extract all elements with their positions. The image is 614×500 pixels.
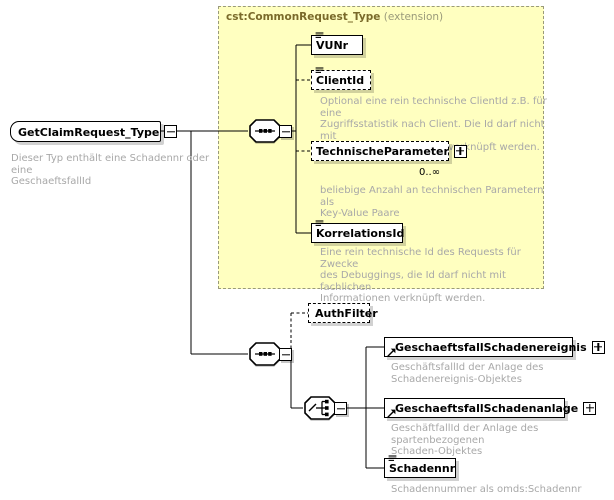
choice-icon xyxy=(304,396,336,421)
element-icon xyxy=(315,67,324,73)
node-getclaimrequest-type[interactable]: GetClaimRequest_Type xyxy=(10,121,178,142)
node-korrelationsid[interactable]: KorrelationsId xyxy=(311,220,405,243)
node-label: AuthFilter xyxy=(315,307,378,320)
expand-toggle-plus-icon[interactable] xyxy=(591,340,605,354)
node-clientid[interactable]: ClientId xyxy=(311,67,371,90)
node-geschaeftsfallschadenereignis[interactable]: GeschaeftsfallSchadenereignis xyxy=(384,337,605,357)
choice-toggle-minus-icon[interactable] xyxy=(334,402,347,415)
node-label: GetClaimRequest_Type xyxy=(18,125,160,139)
annotation-korrelationsid: Eine rein technische Id des Requests für… xyxy=(320,247,521,304)
node-technischeparameter[interactable]: TechnischeParameter xyxy=(311,141,467,161)
element-icon xyxy=(388,455,397,461)
sequence-toggle-minus-icon[interactable] xyxy=(279,348,292,361)
sequence-icon xyxy=(249,119,281,144)
annotation-geschaeftsfallschadenanlage: GeschäftfallId der Anlage des spartenbez… xyxy=(391,423,539,457)
node-authfilter[interactable]: AuthFilter xyxy=(308,303,378,323)
annotation-geschaeftsfallschadenereignis: GeschäftsfallId der Anlage des Schadener… xyxy=(391,362,544,385)
sequence-icon xyxy=(249,342,281,367)
annotation-technischeparameter: beliebige Anzahl an technischen Paramete… xyxy=(320,185,544,219)
annotation-schadennr: Schadennummer als omds:Schadennr xyxy=(391,484,582,495)
node-label: GeschaeftsfallSchadenanlage xyxy=(395,402,579,415)
compositor-sequence-top[interactable] xyxy=(248,118,292,144)
element-icon xyxy=(315,32,324,38)
node-schadennr[interactable]: Schadennr xyxy=(384,455,456,478)
annotation-getclaimrequest-type: Dieser Typ enthält eine Schadennr oder e… xyxy=(11,153,210,187)
compositor-choice[interactable] xyxy=(303,395,347,421)
node-label: ClientId xyxy=(316,74,365,87)
expand-toggle-plus-icon[interactable] xyxy=(583,401,597,415)
extension-group-kind: (extension) xyxy=(383,11,444,23)
collapse-toggle-minus-icon[interactable] xyxy=(164,125,178,138)
reference-arrow-icon xyxy=(387,409,396,418)
compositor-sequence-bottom[interactable] xyxy=(248,341,292,367)
sequence-toggle-minus-icon[interactable] xyxy=(279,125,292,138)
node-label: Schadennr xyxy=(389,462,456,475)
node-label: GeschaeftsfallSchadenereignis xyxy=(395,341,587,354)
node-label: TechnischeParameter xyxy=(316,145,449,158)
expand-toggle-plus-icon[interactable] xyxy=(453,144,467,158)
node-label: VUNr xyxy=(316,39,349,52)
reference-arrow-icon xyxy=(387,348,396,357)
cardinality-technischeparameter: 0..∞ xyxy=(419,167,441,178)
node-vunr[interactable]: VUNr xyxy=(311,32,363,55)
node-label: KorrelationsId xyxy=(316,227,405,240)
element-icon xyxy=(315,220,324,226)
extension-group-label: cst:CommonRequest_Type (extension) xyxy=(226,11,443,23)
node-geschaeftsfallschadenanlage[interactable]: GeschaeftsfallSchadenanlage xyxy=(384,398,597,418)
extension-group-name: cst:CommonRequest_Type xyxy=(226,11,381,23)
